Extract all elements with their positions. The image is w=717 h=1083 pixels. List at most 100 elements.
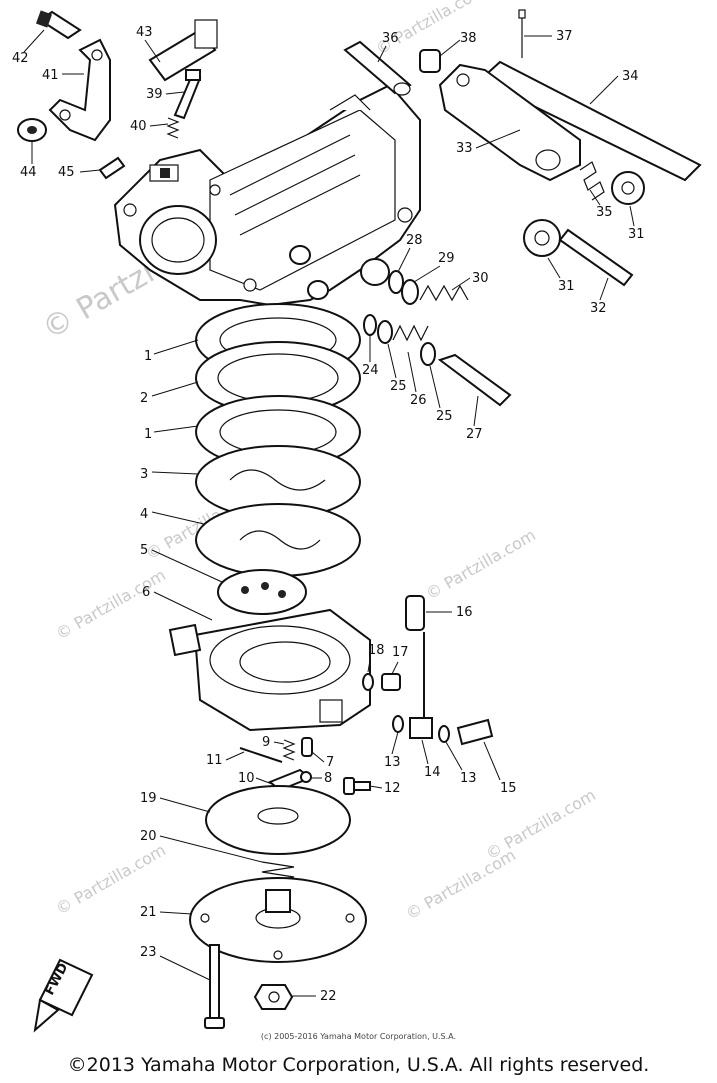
callout-22: 22 [320, 989, 337, 1004]
callout-3: 3 [140, 467, 148, 482]
part-2-diaphragm [195, 341, 361, 415]
callout-20: 20 [140, 829, 157, 844]
callout-17: 17 [392, 645, 409, 660]
callout-33: 33 [456, 141, 473, 156]
part-4-gasket [195, 503, 361, 577]
callout-25-b: 25 [436, 409, 453, 424]
part-25-washer-a [377, 320, 393, 344]
callout-8: 8 [324, 771, 332, 786]
callout-26: 26 [410, 393, 427, 408]
callout-2: 2 [140, 391, 148, 406]
part-45-screw [98, 156, 126, 180]
part-36-pin [343, 40, 412, 96]
part-39-screw [173, 69, 202, 120]
copyright-footer: ©2013 Yamaha Motor Corporation, U.S.A. A… [67, 1054, 650, 1076]
part-27-needle [437, 353, 512, 407]
callout-9: 9 [262, 735, 270, 750]
part-44-nut [17, 118, 47, 142]
part-31-gear-upper [611, 171, 645, 205]
part-5-valve [217, 569, 307, 615]
callout-layer: 42 4 3 41 36 38 37 34 39 40 44 45 33 [12, 25, 645, 1004]
part-35-spring [579, 161, 605, 201]
watermark: © Partzilla.com [53, 565, 169, 643]
part-32-shaft [558, 228, 634, 287]
callout-14: 14 [424, 765, 441, 780]
callout-28: 28 [406, 233, 423, 248]
callout-12: 12 [384, 781, 401, 796]
part-18-washer [362, 673, 374, 691]
callout-39: 39 [146, 87, 163, 102]
callout-10: 10 [238, 771, 255, 786]
callout-31-upper: 31 [628, 227, 645, 242]
callout-7: 7 [326, 755, 334, 770]
part-17-screw [381, 673, 401, 691]
watermark: © Partzilla.com [423, 525, 539, 603]
part-22-nut [253, 984, 294, 1010]
callout-5: 5 [140, 543, 148, 558]
part-16-cap [405, 595, 425, 631]
callout-23: 23 [140, 945, 157, 960]
callout-35: 35 [596, 205, 613, 220]
callout-19: 19 [140, 791, 157, 806]
callout-4: 4 [140, 507, 148, 522]
callout-31-lower: 31 [558, 279, 575, 294]
callout-42: 42 [12, 51, 29, 66]
part-13-clip-a [392, 715, 404, 733]
part-23-bolt [204, 944, 225, 1029]
part-6-pump-body [168, 608, 371, 732]
callout-38: 38 [460, 31, 477, 46]
part-21-cover [189, 877, 367, 963]
callout-30: 30 [472, 271, 489, 286]
callout-40: 40 [130, 119, 147, 134]
callout-1-lower: 1 [144, 427, 152, 442]
part-29-washer [401, 279, 419, 305]
callout-41: 41 [42, 68, 59, 83]
part-28-o-ring [388, 270, 404, 294]
callout-18: 18 [368, 643, 385, 658]
callout-32: 32 [590, 301, 607, 316]
part-7-needle [301, 737, 313, 757]
part-14-link-rod [409, 632, 433, 739]
part-37-pin [518, 9, 526, 58]
callout-45: 45 [58, 165, 75, 180]
diagram-copyright-small: (c) 2005-2016 Yamaha Motor Corporation, … [260, 1032, 457, 1041]
callout-25-a: 25 [390, 379, 407, 394]
part-31-gear-lower [523, 219, 561, 257]
part-38-plug [419, 49, 441, 73]
part-12-screw [343, 777, 371, 795]
callout-16: 16 [456, 605, 473, 620]
part-33-lever [438, 63, 581, 182]
part-43-fitting [148, 19, 218, 82]
part-42-screw [35, 10, 82, 40]
part-34-shaft [478, 60, 702, 182]
callout-37: 37 [556, 29, 573, 44]
callout-15: 15 [500, 781, 517, 796]
watermark: © Partzilla.com [403, 845, 519, 923]
part-41-bracket [48, 38, 111, 142]
callout-6: 6 [142, 585, 150, 600]
part-24-o-ring [363, 314, 377, 336]
callout-21: 21 [140, 905, 157, 920]
callout-13-b: 13 [460, 771, 477, 786]
callout-13-a: 13 [384, 755, 401, 770]
callout-44: 44 [20, 165, 37, 180]
fwd-arrow-icon: FWD [33, 958, 94, 1033]
part-19-diaphragm [205, 785, 351, 855]
callout-11: 11 [206, 753, 223, 768]
part-15-pin [456, 718, 494, 746]
callout-34: 34 [622, 69, 639, 84]
part-26-spring [392, 324, 429, 342]
part-30-spring [419, 284, 469, 302]
callout-1-upper: 1 [144, 349, 152, 364]
part-25-washer-b [420, 342, 436, 366]
carburetor-body [113, 83, 421, 307]
callout-36: 36 [382, 31, 399, 46]
part-40-spring [166, 117, 180, 139]
callout-27: 27 [466, 427, 483, 442]
part-8-screw [300, 771, 312, 783]
part-13-clip-b [438, 725, 450, 743]
part-3-plate [195, 445, 361, 519]
part-11-pin [239, 747, 283, 763]
callout-24: 24 [362, 363, 379, 378]
